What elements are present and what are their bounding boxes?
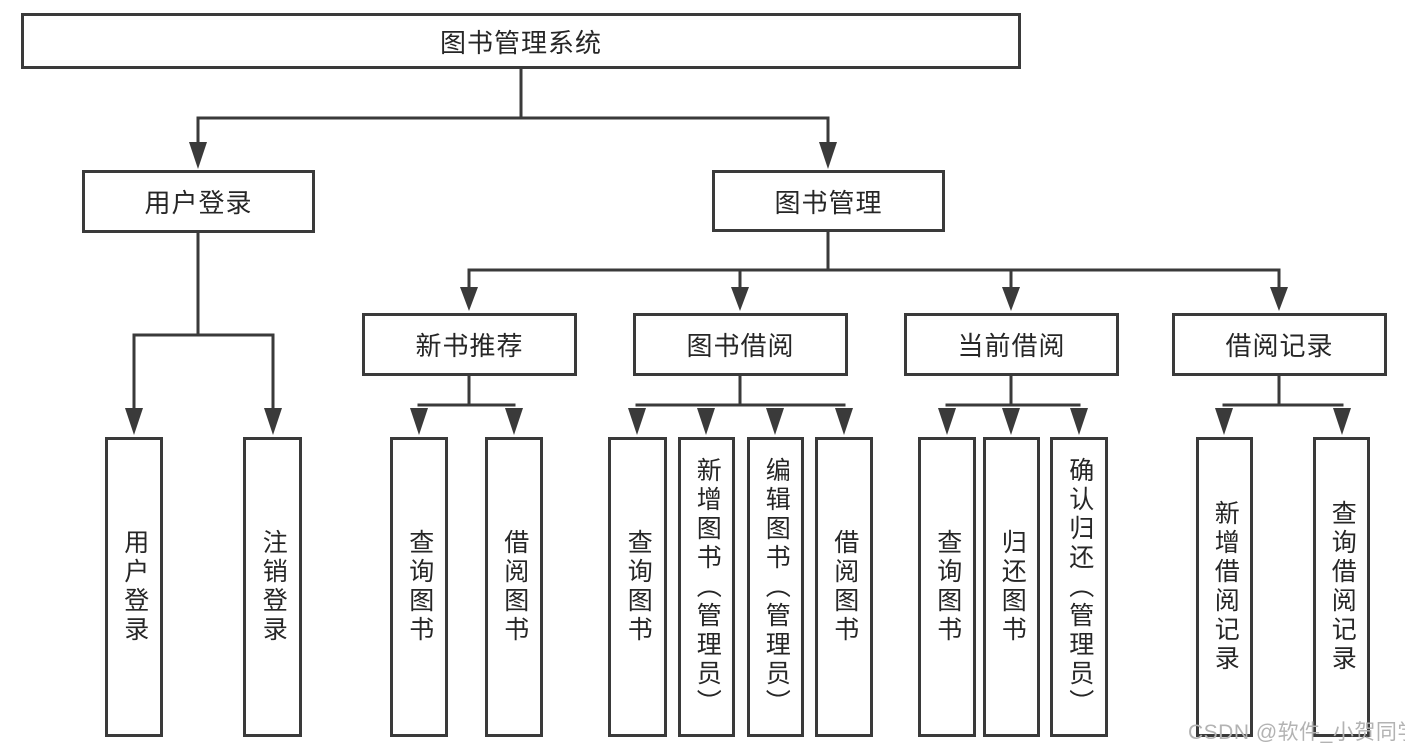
leaf-return-book: 归还图书 [983, 437, 1040, 737]
leaf-logout: 注销登录 [243, 437, 302, 737]
csdn-watermark: CSDN @软件_小贺同学 [1188, 721, 1405, 744]
leaf-query-borrow-record: 查询借阅记录 [1313, 437, 1370, 737]
leaf-query-books-borrow: 查询图书 [608, 437, 667, 737]
node-new-book-recommend: 新书推荐 [362, 313, 577, 376]
node-borrow-records: 借阅记录 [1172, 313, 1387, 376]
leaf-label: 查询图书 [405, 529, 434, 645]
leaf-label: 确认归还（管理员） [1065, 456, 1094, 718]
leaf-label: 新增借阅记录 [1211, 500, 1240, 674]
connector-root-to-level2 [189, 67, 837, 169]
leaf-edit-book-admin: 编辑图书（管理员） [747, 437, 804, 737]
connector-bookborrow-to-leaves [628, 374, 853, 435]
leaf-label: 注销登录 [259, 529, 288, 645]
node-book-management: 图书管理 [712, 170, 945, 232]
leaf-add-borrow-record: 新增借阅记录 [1196, 437, 1253, 737]
leaf-label: 编辑图书（管理员） [762, 456, 791, 718]
connector-borrowrecord-to-leaves [1215, 374, 1351, 435]
node-book-borrow: 图书借阅 [633, 313, 848, 376]
leaf-label: 查询借阅记录 [1328, 500, 1357, 674]
leaf-borrow-books: 借阅图书 [815, 437, 873, 737]
leaf-query-books-recommend: 查询图书 [390, 437, 448, 737]
connector-bookmgmt-to-level3 [460, 230, 1288, 311]
leaf-label: 借阅图书 [500, 529, 529, 645]
leaf-label: 用户登录 [120, 529, 149, 645]
connector-newbook-to-leaves [410, 374, 523, 435]
leaf-label: 归还图书 [998, 529, 1027, 645]
leaf-label: 查询图书 [624, 529, 653, 645]
leaf-user-login: 用户登录 [105, 437, 163, 737]
leaf-label: 新增图书（管理员） [693, 456, 722, 718]
node-root: 图书管理系统 [21, 13, 1021, 69]
leaf-add-book-admin: 新增图书（管理员） [678, 437, 735, 737]
node-user-login: 用户登录 [82, 170, 315, 233]
leaf-label: 借阅图书 [830, 529, 859, 645]
leaf-label: 查询图书 [933, 529, 962, 645]
node-current-borrow: 当前借阅 [904, 313, 1119, 376]
connector-currentborrow-to-leaves [938, 374, 1088, 435]
leaf-borrow-books-recommend: 借阅图书 [485, 437, 543, 737]
leaf-query-books-current: 查询图书 [918, 437, 976, 737]
connector-userlogin-to-leaves [125, 231, 282, 435]
leaf-confirm-return-admin: 确认归还（管理员） [1050, 437, 1108, 737]
